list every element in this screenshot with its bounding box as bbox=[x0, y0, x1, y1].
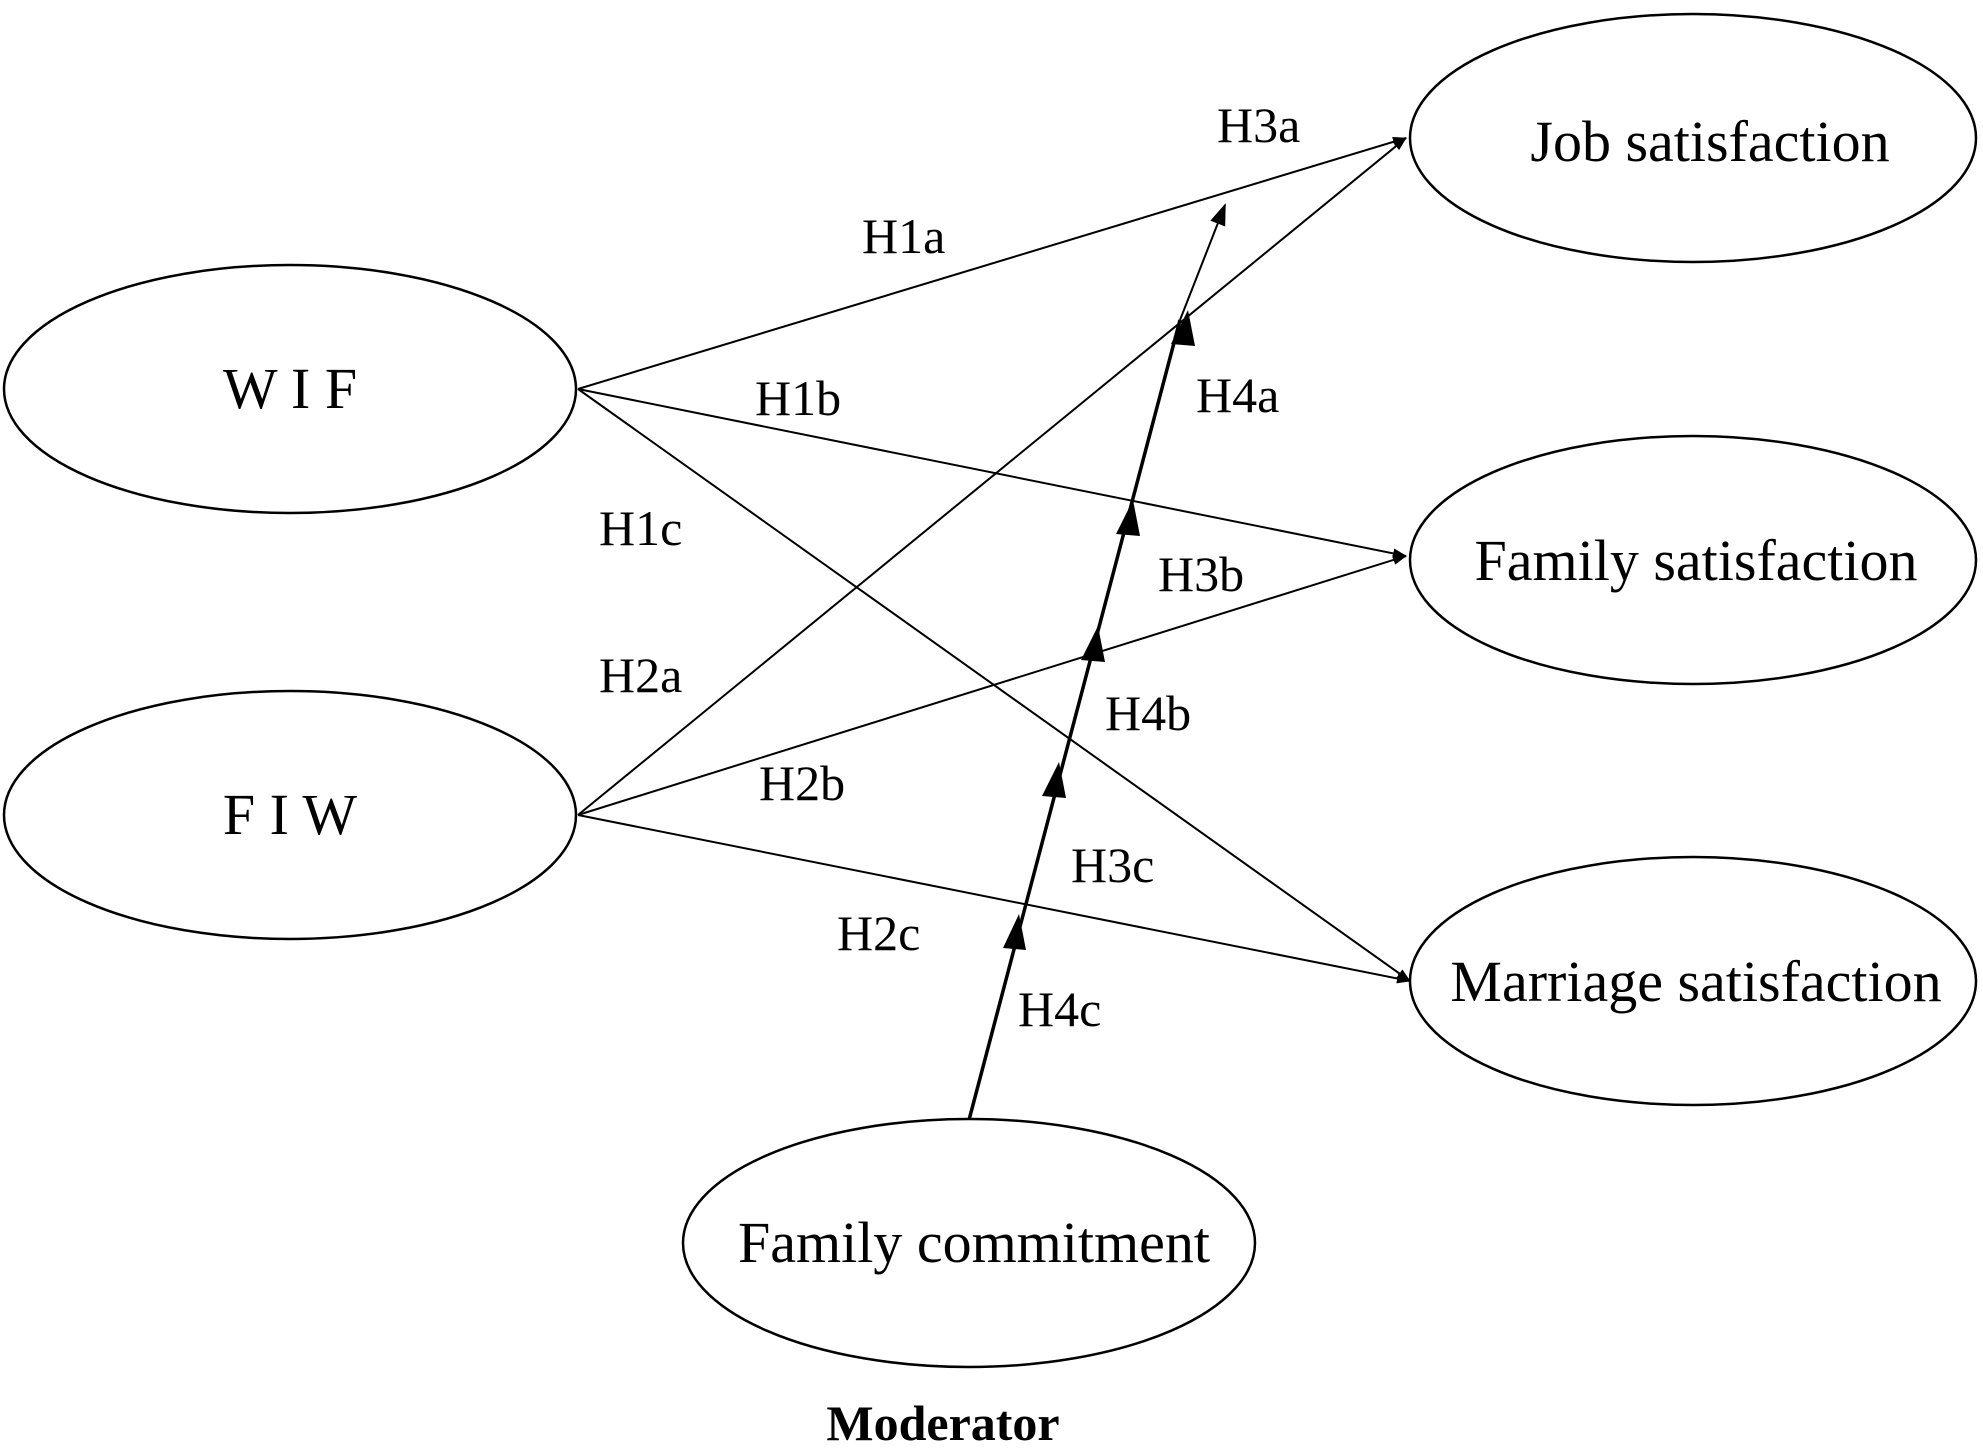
label-h4c: H4c bbox=[1018, 981, 1101, 1037]
moderator-arrowhead-h4a bbox=[1171, 310, 1195, 346]
label-h3b: H3b bbox=[1158, 546, 1244, 602]
node-fiw: F I W bbox=[2, 689, 578, 941]
label-h4a: H4a bbox=[1196, 367, 1279, 423]
label-h1c: H1c bbox=[599, 500, 682, 556]
node-wif-label: W I F bbox=[223, 356, 357, 421]
label-h2a: H2a bbox=[599, 647, 682, 703]
moderator-arrowhead-h3c bbox=[1042, 762, 1066, 798]
moderator-caption: Moderator bbox=[826, 1395, 1059, 1449]
label-h4b: H4b bbox=[1105, 685, 1191, 741]
node-family-commitment-label: Family commitment bbox=[738, 1210, 1210, 1275]
moderator-arrowhead-h4b bbox=[1081, 626, 1105, 662]
label-h3a: H3a bbox=[1217, 97, 1300, 153]
edge-h2a bbox=[577, 137, 1407, 816]
label-h1a: H1a bbox=[862, 208, 945, 264]
node-family-satisfaction-label: Family satisfaction bbox=[1475, 528, 1918, 593]
node-fiw-label: F I W bbox=[223, 782, 358, 847]
node-job-satisfaction: Job satisfaction bbox=[1408, 12, 1978, 264]
label-h3c: H3c bbox=[1071, 837, 1154, 893]
moderator-arrow-shaft bbox=[967, 319, 1182, 1121]
node-job-satisfaction-label: Job satisfaction bbox=[1530, 109, 1889, 174]
moderator-arrowhead-h3b bbox=[1116, 500, 1140, 536]
moderator-arrow-tip bbox=[1179, 203, 1226, 321]
label-h2b: H2b bbox=[759, 755, 845, 811]
label-h1b: H1b bbox=[755, 370, 841, 426]
node-family-satisfaction: Family satisfaction bbox=[1408, 434, 1978, 686]
node-family-commitment: Family commitment bbox=[681, 1117, 1257, 1369]
node-marriage-satisfaction-label: Marriage satisfaction bbox=[1450, 949, 1941, 1014]
edge-h2b bbox=[577, 555, 1407, 816]
edge-h1b bbox=[577, 388, 1407, 559]
label-h2c: H2c bbox=[837, 905, 920, 961]
node-marriage-satisfaction: Marriage satisfaction bbox=[1408, 855, 1978, 1107]
moderator-arrowhead-h4c bbox=[1003, 914, 1026, 950]
node-wif: W I F bbox=[2, 263, 578, 515]
edge-h1a bbox=[577, 136, 1407, 390]
edge-h2c bbox=[577, 814, 1411, 984]
